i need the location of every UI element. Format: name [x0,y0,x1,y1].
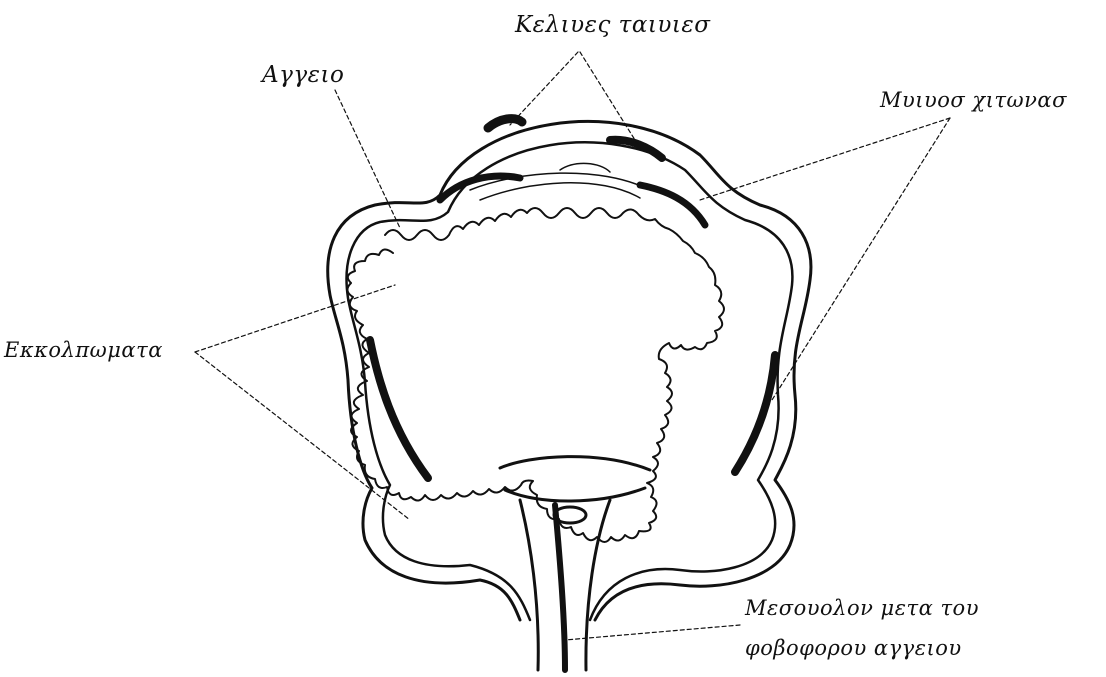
top-lumen-fibers [470,163,650,200]
mesocolon-stalk-left [520,500,538,670]
label-mesocolon-line2: φοβοφορου αγγειου [745,628,979,668]
outer-serosa-contour [328,121,811,620]
label-mesocolon-line1: Μεσουολον μετα του [745,588,979,628]
inner-wall-contour [347,142,793,620]
mesocolon-base [500,457,650,501]
taenia-top-left [488,119,522,128]
mucosa-folds [347,208,724,542]
mesocolon-stalk-right [586,500,610,670]
muscle-band-upper-left [440,176,520,200]
label-folds: Εκκολπωματα [4,338,163,362]
label-taeniae: Κελιυες ταιυιεσ [515,12,710,38]
label-vessel: Αγγειο [262,62,344,88]
mesocolon-vessel [555,505,565,670]
label-muscular-layer: Μυιυοσ χιτωνασ [880,88,1067,112]
muscle-band-right [735,355,775,472]
label-mesocolon: Μεσουολον μετα του φοβοφορου αγγειου [745,588,979,668]
leader-lines [195,52,950,640]
muscle-band-upper-right [640,185,705,225]
